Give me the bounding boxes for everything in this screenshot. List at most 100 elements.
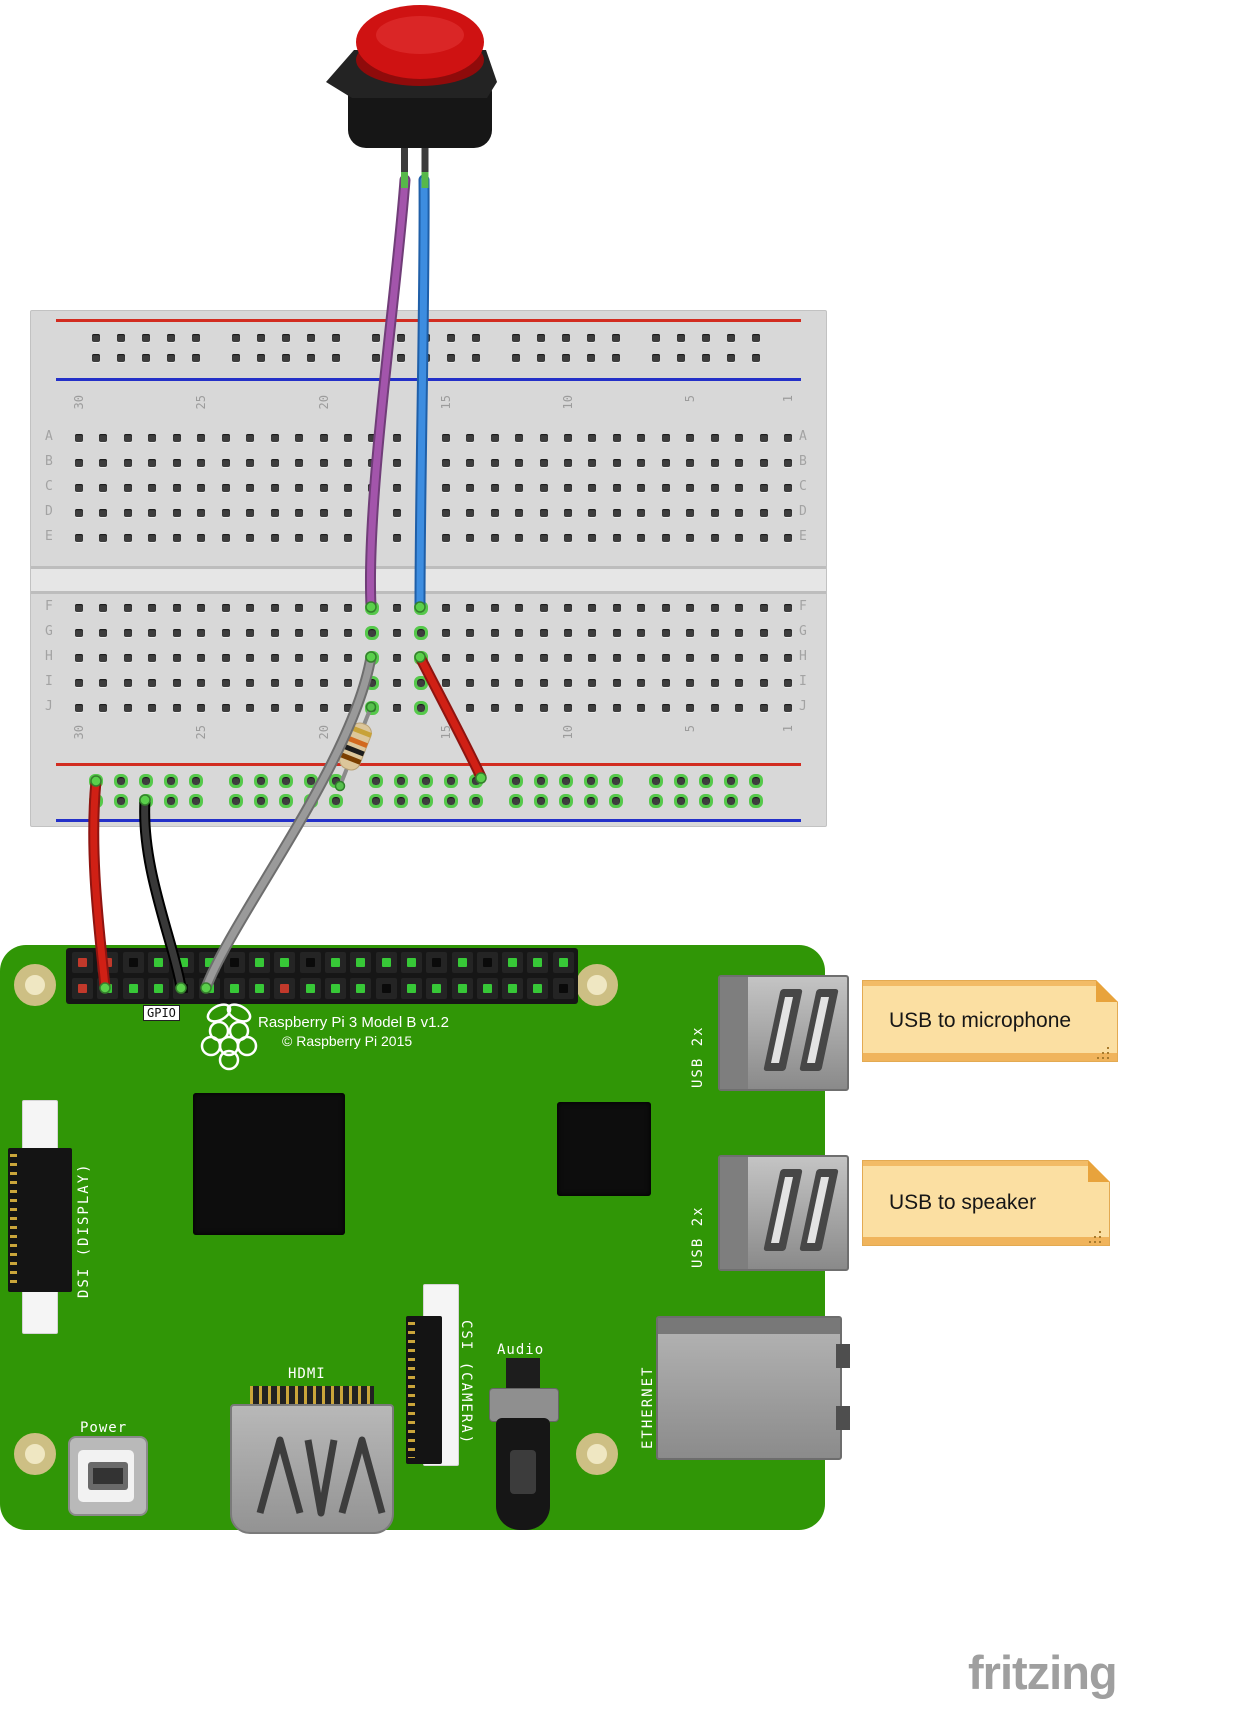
breadboard-hole[interactable] — [564, 629, 572, 637]
breadboard-hole[interactable] — [444, 794, 458, 808]
breadboard-hole[interactable] — [490, 704, 499, 712]
breadboard-hole[interactable] — [466, 679, 475, 687]
breadboard-hole[interactable] — [637, 654, 646, 662]
breadboard-hole[interactable] — [710, 629, 719, 637]
breadboard-hole[interactable] — [343, 654, 352, 662]
breadboard-hole[interactable] — [515, 509, 524, 517]
breadboard-hole[interactable] — [197, 509, 206, 517]
breadboard-hole[interactable] — [677, 334, 685, 342]
gpio-pin[interactable] — [350, 978, 372, 999]
breadboard-hole[interactable] — [221, 509, 230, 517]
breadboard-hole[interactable] — [661, 484, 670, 492]
breadboard-hole[interactable] — [221, 679, 230, 687]
breadboard-hole[interactable] — [172, 534, 181, 542]
breadboard-hole[interactable] — [392, 704, 401, 712]
breadboard-hole[interactable] — [75, 654, 83, 662]
breadboard-hole[interactable] — [417, 534, 426, 542]
breadboard-hole[interactable] — [329, 774, 343, 788]
breadboard-hole[interactable] — [469, 794, 483, 808]
breadboard-hole[interactable] — [784, 459, 793, 467]
breadboard-hole[interactable] — [365, 676, 380, 690]
breadboard-hole[interactable] — [539, 484, 548, 492]
breadboard-hole[interactable] — [784, 434, 793, 442]
breadboard-hole[interactable] — [588, 459, 597, 467]
breadboard-hole[interactable] — [472, 334, 480, 342]
breadboard-hole[interactable] — [365, 651, 380, 665]
breadboard-hole[interactable] — [92, 334, 100, 342]
gpio-pin[interactable] — [400, 978, 422, 999]
breadboard-hole[interactable] — [466, 509, 475, 517]
breadboard-hole[interactable] — [270, 604, 279, 612]
breadboard-hole[interactable] — [612, 629, 621, 637]
breadboard-hole[interactable] — [735, 434, 744, 442]
breadboard-hole[interactable] — [417, 459, 426, 467]
breadboard-hole[interactable] — [515, 459, 524, 467]
gpio-header[interactable] — [66, 948, 578, 1004]
breadboard-hole[interactable] — [257, 334, 265, 342]
breadboard-hole[interactable] — [661, 654, 670, 662]
breadboard-hole[interactable] — [148, 534, 157, 542]
breadboard-hole[interactable] — [539, 604, 548, 612]
breadboard-hole[interactable] — [99, 534, 108, 542]
breadboard-hole[interactable] — [123, 509, 132, 517]
breadboard-hole[interactable] — [372, 334, 380, 342]
gpio-pin[interactable] — [375, 978, 397, 999]
breadboard-hole[interactable] — [148, 654, 157, 662]
breadboard-hole[interactable] — [270, 459, 279, 467]
breadboard-hole[interactable] — [539, 459, 548, 467]
breadboard-hole[interactable] — [139, 794, 153, 808]
breadboard-hole[interactable] — [441, 534, 450, 542]
breadboard-hole[interactable] — [784, 509, 793, 517]
breadboard-hole[interactable] — [123, 459, 132, 467]
breadboard-hole[interactable] — [343, 484, 352, 492]
breadboard-hole[interactable] — [270, 509, 279, 517]
breadboard-hole[interactable] — [270, 654, 279, 662]
breadboard-hole[interactable] — [392, 679, 401, 687]
breadboard-hole[interactable] — [727, 334, 735, 342]
breadboard-hole[interactable] — [142, 334, 150, 342]
breadboard-hole[interactable] — [270, 704, 279, 712]
breadboard-hole[interactable] — [172, 704, 181, 712]
breadboard-hole[interactable] — [759, 484, 768, 492]
breadboard-hole[interactable] — [270, 434, 279, 442]
breadboard-hole[interactable] — [123, 704, 132, 712]
breadboard-hole[interactable] — [559, 774, 573, 788]
breadboard-hole[interactable] — [562, 334, 570, 342]
breadboard-hole[interactable] — [539, 704, 548, 712]
breadboard-hole[interactable] — [686, 704, 695, 712]
breadboard-hole[interactable] — [686, 629, 695, 637]
breadboard-hole[interactable] — [246, 679, 255, 687]
breadboard-hole[interactable] — [637, 434, 646, 442]
breadboard-hole[interactable] — [123, 604, 132, 612]
resize-grip-icon[interactable] — [1099, 1231, 1101, 1233]
breadboard-hole[interactable] — [99, 434, 108, 442]
breadboard-hole[interactable] — [686, 459, 695, 467]
breadboard-hole[interactable] — [221, 629, 230, 637]
note-usb-microphone[interactable]: USB to microphone — [862, 980, 1118, 1062]
breadboard-hole[interactable] — [332, 354, 340, 362]
breadboard-hole[interactable] — [637, 629, 646, 637]
gpio-pin[interactable] — [198, 978, 220, 999]
breadboard-hole[interactable] — [661, 459, 670, 467]
breadboard-hole[interactable] — [735, 459, 744, 467]
breadboard-hole[interactable] — [759, 459, 768, 467]
breadboard-hole[interactable] — [417, 484, 426, 492]
breadboard-hole[interactable] — [515, 534, 524, 542]
breadboard-hole[interactable] — [99, 509, 108, 517]
breadboard-hole[interactable] — [784, 629, 793, 637]
breadboard-hole[interactable] — [414, 676, 429, 690]
breadboard-hole[interactable] — [537, 334, 545, 342]
breadboard-hole[interactable] — [490, 629, 499, 637]
breadboard-hole[interactable] — [735, 679, 744, 687]
breadboard-hole[interactable] — [246, 459, 255, 467]
breadboard-hole[interactable] — [319, 679, 328, 687]
breadboard-hole[interactable] — [537, 354, 545, 362]
breadboard-hole[interactable] — [99, 459, 108, 467]
breadboard-hole[interactable] — [784, 654, 793, 662]
breadboard-hole[interactable] — [232, 354, 240, 362]
breadboard-hole[interactable] — [759, 629, 768, 637]
breadboard-hole[interactable] — [282, 354, 290, 362]
breadboard-hole[interactable] — [588, 654, 597, 662]
breadboard-hole[interactable] — [609, 794, 623, 808]
breadboard-hole[interactable] — [417, 434, 426, 442]
